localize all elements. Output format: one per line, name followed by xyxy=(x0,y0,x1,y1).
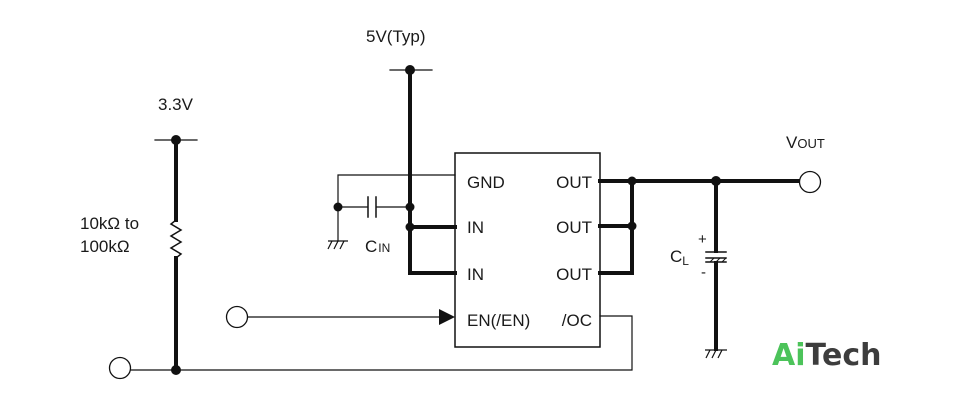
en-terminal[interactable] xyxy=(225,305,249,329)
pin-label-out-1: OUT xyxy=(556,173,592,192)
in-junction-2 xyxy=(405,222,415,232)
out-junction-2 xyxy=(627,221,637,231)
cin-label: CIN xyxy=(365,237,390,256)
vout-terminal[interactable] xyxy=(798,170,822,194)
supply-5v-label: 5V(Typ) xyxy=(366,27,426,46)
pin-label-out-2: OUT xyxy=(556,218,592,237)
pin-label-out-3: OUT xyxy=(556,265,592,284)
pin-label-in-2: IN xyxy=(467,265,484,284)
resistor-label-2: 100kΩ xyxy=(80,237,130,256)
pin-label-in-1: IN xyxy=(467,218,484,237)
pin-label-oc: /OC xyxy=(562,311,592,330)
cl-plus-sign: + xyxy=(698,231,707,248)
oc-junction xyxy=(171,365,181,375)
en-arrow-icon xyxy=(439,309,455,325)
vout-label: VOUT xyxy=(786,133,825,152)
resistor-label-1: 10kΩ to xyxy=(80,214,139,233)
pin-label-gnd: GND xyxy=(467,173,505,192)
aitech-logo: AiTech xyxy=(772,338,881,373)
cl-label: CL xyxy=(670,247,689,268)
ic-body xyxy=(454,152,601,348)
oc-terminal[interactable] xyxy=(108,356,132,380)
gnd-pin-wire xyxy=(337,174,456,242)
out-junction-1 xyxy=(627,176,637,186)
pin-label-en: EN(/EN) xyxy=(467,311,530,330)
pullup-resistor xyxy=(169,218,183,260)
cl-minus-sign: - xyxy=(701,264,706,281)
cl-ground-symbol xyxy=(705,349,727,359)
oc-wire xyxy=(175,315,633,371)
supply-3v3-label: 3.3V xyxy=(158,95,194,114)
cin-ground-symbol xyxy=(327,240,348,250)
